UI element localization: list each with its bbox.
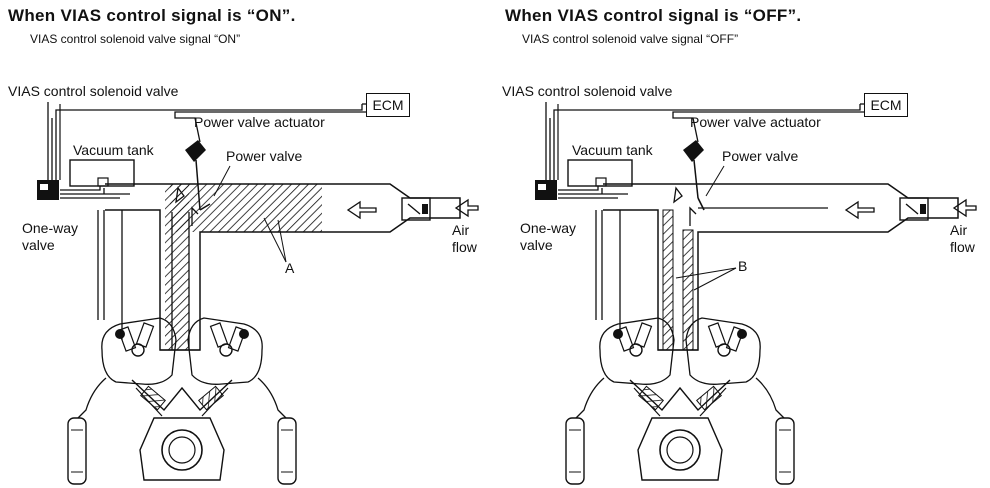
right-power-valve-label: Power valve <box>722 148 799 164</box>
left-power-valve-label: Power valve <box>226 148 303 164</box>
right-ecm-box: ECM <box>864 93 908 117</box>
right-vacuum-tank <box>567 159 633 187</box>
left-ecm-box: ECM <box>366 93 410 117</box>
left-air-flow-label: Air flow <box>452 222 477 255</box>
right-solenoid-label: VIAS control solenoid valve <box>502 83 673 99</box>
left-power-valve-actuator <box>185 140 206 162</box>
right-actuator-label: Power valve actuator <box>690 114 821 130</box>
left-solenoid-label: VIAS control solenoid valve <box>8 83 179 99</box>
right-subtitle: VIAS control solenoid valve signal “OFF” <box>522 32 739 46</box>
right-one-way-label: One-way valve <box>520 220 577 253</box>
right-title: When VIAS control signal is “OFF”. <box>505 6 802 25</box>
left-callout-a: A <box>285 260 295 276</box>
right-air-flow-label: Air flow <box>950 222 975 255</box>
right-power-valve-actuator <box>683 140 704 162</box>
left-diagram <box>37 102 479 485</box>
left-vacuum-tank-label: Vacuum tank <box>73 142 154 158</box>
right-vacuum-tank-label: Vacuum tank <box>572 142 653 158</box>
left-vacuum-tank <box>69 159 135 187</box>
left-one-way-label: One-way valve <box>22 220 79 253</box>
right-callout-b: B <box>738 258 748 274</box>
left-actuator-label: Power valve actuator <box>194 114 325 130</box>
left-title: When VIAS control signal is “ON”. <box>8 6 296 25</box>
left-hatched-plenum <box>170 184 322 232</box>
left-subtitle: VIAS control solenoid valve signal “ON” <box>30 32 241 46</box>
right-diagram <box>535 102 977 485</box>
